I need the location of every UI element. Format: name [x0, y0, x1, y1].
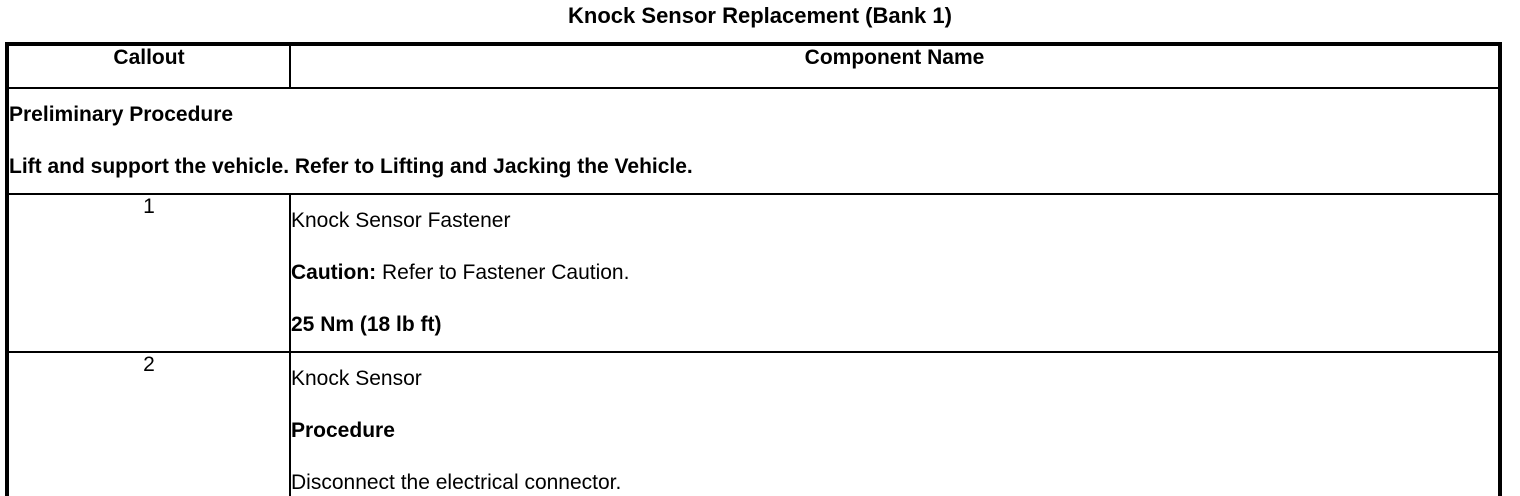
caution-text: Refer to Fastener Caution.: [376, 261, 630, 284]
service-document-page: Knock Sensor Replacement (Bank 1) Callou…: [0, 3, 1520, 496]
preliminary-procedure-row: Preliminary Procedure Lift and support t…: [6, 87, 1501, 195]
procedure-label: Procedure: [291, 419, 395, 442]
table-row: 2 Knock Sensor Procedure Disconnect the …: [6, 351, 1501, 496]
table-header-row: Callout Component Name: [6, 43, 1501, 89]
procedure-step: Disconnect the electrical connector.: [291, 471, 622, 494]
table-row: 1 Knock Sensor Fastener Caution: Refer t…: [6, 193, 1501, 353]
callout-number: 2: [6, 351, 291, 496]
preliminary-procedure-instruction: Lift and support the vehicle. Refer to L…: [9, 155, 693, 178]
caution-label: Caution:: [291, 261, 377, 284]
callout-number: 1: [6, 193, 291, 353]
page-title: Knock Sensor Replacement (Bank 1): [568, 3, 952, 28]
callout-component-table: Callout Component Name Preliminary Proce…: [5, 42, 1502, 496]
component-name-cell: Knock Sensor Fastener Caution: Refer to …: [289, 193, 1501, 353]
caution-note: Caution: Refer to Fastener Caution.: [291, 247, 1498, 299]
column-header-component-name: Component Name: [289, 43, 1501, 89]
component-name-cell: Knock Sensor Procedure Disconnect the el…: [289, 351, 1501, 496]
preliminary-procedure-cell: Preliminary Procedure Lift and support t…: [6, 87, 1501, 195]
torque-spec: 25 Nm (18 lb ft): [291, 313, 442, 336]
preliminary-procedure-heading: Preliminary Procedure: [9, 103, 234, 126]
component-title: Knock Sensor: [291, 367, 422, 390]
column-header-callout: Callout: [6, 43, 291, 89]
component-title: Knock Sensor Fastener: [291, 209, 511, 232]
